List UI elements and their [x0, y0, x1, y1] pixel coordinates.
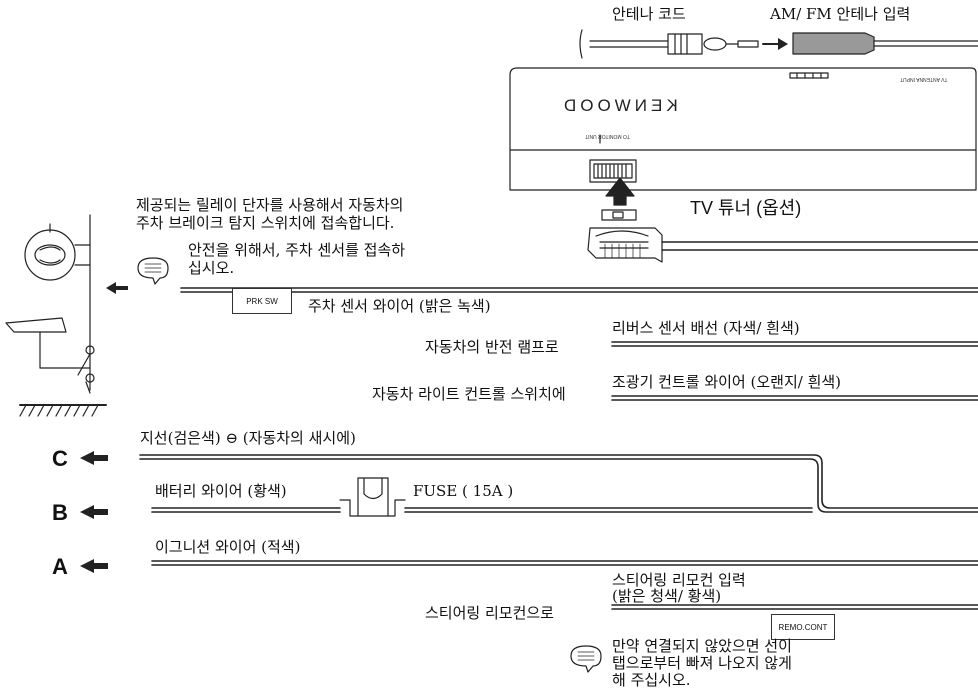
dimmer-wire-label: 조광기 컨트롤 와이어 (오랜지/ 흰색): [612, 373, 842, 391]
parking-brake-relay: [5, 214, 107, 417]
antenna-cord: [579, 29, 759, 59]
tuner-cable-plug: [587, 209, 978, 263]
prk-sw-tag: PRK SW: [232, 288, 292, 314]
ignition-wire-label: 이그니션 와이어 (적색): [155, 538, 301, 556]
steering-note-line1: 만약 연결되지 않았으면 선이: [612, 637, 792, 655]
parking-wire-label: 주차 센서 와이어 (밝은 녹색): [308, 297, 491, 315]
battery-wire: [151, 507, 813, 513]
safety-note-line1: 안전을 위해서, 주차 센서를 접속하: [188, 241, 406, 259]
steering-remote-wire: [611, 604, 978, 610]
steering-note-line3: 해 주십시오.: [612, 671, 691, 689]
reverse-wire-label: 리버스 센서 배선 (자색/ 흰색): [612, 319, 800, 337]
safety-note-line2: 십시오.: [188, 259, 235, 277]
antenna-input-label: AM/ FM 안테나 입력: [770, 5, 911, 23]
tuner-brand-logo: KENWOOD: [560, 96, 678, 115]
reverse-wire: [611, 341, 978, 347]
dimmer-switch-label: 자동차 라이트 컨트롤 스위치에: [372, 385, 566, 403]
parking-wire: [180, 287, 978, 293]
letter-arrows: [80, 451, 108, 573]
relay-note-line2: 주차 브레이크 탐지 스위치에 접속합니다.: [136, 214, 395, 232]
battery-wire-label: 배터리 와이어 (황색): [155, 482, 287, 500]
reverse-lamp-label: 자동차의 반전 램프로: [425, 338, 559, 356]
plug-in-arrow: [605, 177, 635, 206]
steering-note-line2: 탭으로부터 빠져 나오지 않게: [612, 654, 792, 672]
steering-input-line1: 스티어링 리모컨 입력: [612, 571, 746, 589]
tuner-caption: TV 튜너 (옵션): [690, 198, 802, 218]
tv-tuner-box: [509, 67, 977, 191]
antenna-cord-label: 안테나 코드: [612, 5, 686, 23]
letter-c: C: [52, 446, 68, 471]
fuse-symbol: [339, 477, 406, 517]
note-icon-steering: [570, 645, 602, 673]
dimmer-wire: [611, 395, 978, 401]
tuner-connector: [589, 159, 637, 183]
tuner-monitor-unit-label: TO MONITOR UNIT: [585, 133, 630, 139]
letter-b: B: [52, 500, 68, 525]
tuner-antenna-input-label: TV ANTENNA INPUT: [900, 76, 948, 82]
ground-wire-label: 지선(검은색) ⊖ (자동차의 새시에): [140, 429, 356, 447]
remo-cont-tag: REMO.CONT: [771, 614, 835, 640]
ignition-wire: [151, 560, 978, 566]
note-icon-safety: [137, 257, 169, 285]
steering-input-line2: (밝은 청색/ 황색): [612, 587, 722, 605]
relay-note-line1: 제공되는 릴레이 단자를 사용해서 자동차의: [136, 196, 404, 214]
fuse-label: FUSE ( 15A ): [413, 482, 514, 500]
antenna-input-plug: [792, 32, 978, 55]
relay-arrow: [106, 282, 128, 294]
letter-a: A: [52, 554, 68, 579]
ground-wire: [139, 454, 978, 513]
steering-remote-label: 스티어링 리모컨으로: [425, 604, 554, 622]
